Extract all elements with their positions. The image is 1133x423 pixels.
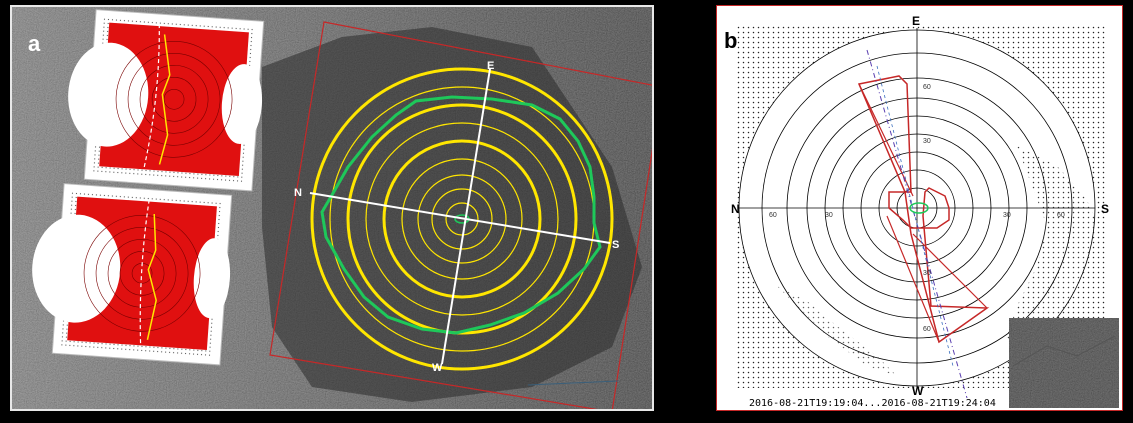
direction-e-label: E <box>487 60 495 72</box>
direction-e-label: E <box>912 14 921 28</box>
ring-label: 30 <box>825 212 833 219</box>
inset-plot-lower <box>32 183 233 366</box>
ew-line <box>441 68 491 365</box>
ring-label: 30 <box>923 270 931 277</box>
ring-label: 60 <box>923 326 931 333</box>
panel-a-label: a <box>28 31 41 56</box>
direction-n-label: N <box>731 202 740 216</box>
target-ellipse <box>909 202 929 214</box>
terrain-photo <box>12 7 652 409</box>
ring-label: 30 <box>923 138 931 145</box>
panel-b-polar-plot: b E N S W 60 30 60 30 30 60 30 60 2016-0… <box>716 5 1123 411</box>
ring-label: 30 <box>1003 212 1011 219</box>
ring-label: 60 <box>1057 212 1065 219</box>
direction-s-label: S <box>1101 202 1110 216</box>
direction-n-label: N <box>294 187 302 199</box>
direction-w-label: W <box>912 384 924 398</box>
thumbnail-photo <box>1009 318 1119 408</box>
polar-diagram <box>737 26 1119 408</box>
time-range-label: 2016-08-21T19:19:04...2016-08-21T19:24:0… <box>747 398 998 409</box>
ring-label: 60 <box>923 84 931 91</box>
panel-a-terrain-image: a N E S W <box>10 5 654 411</box>
projection-frame <box>269 21 652 409</box>
panel-b-label: b <box>724 28 738 53</box>
fov-outline <box>857 75 990 344</box>
direction-w-label: W <box>432 362 443 374</box>
horizon-outline <box>320 95 602 335</box>
direction-s-label: S <box>612 239 620 251</box>
ring-label: 60 <box>769 212 777 219</box>
inset-plot-upper <box>68 9 265 192</box>
ns-line <box>309 192 611 244</box>
